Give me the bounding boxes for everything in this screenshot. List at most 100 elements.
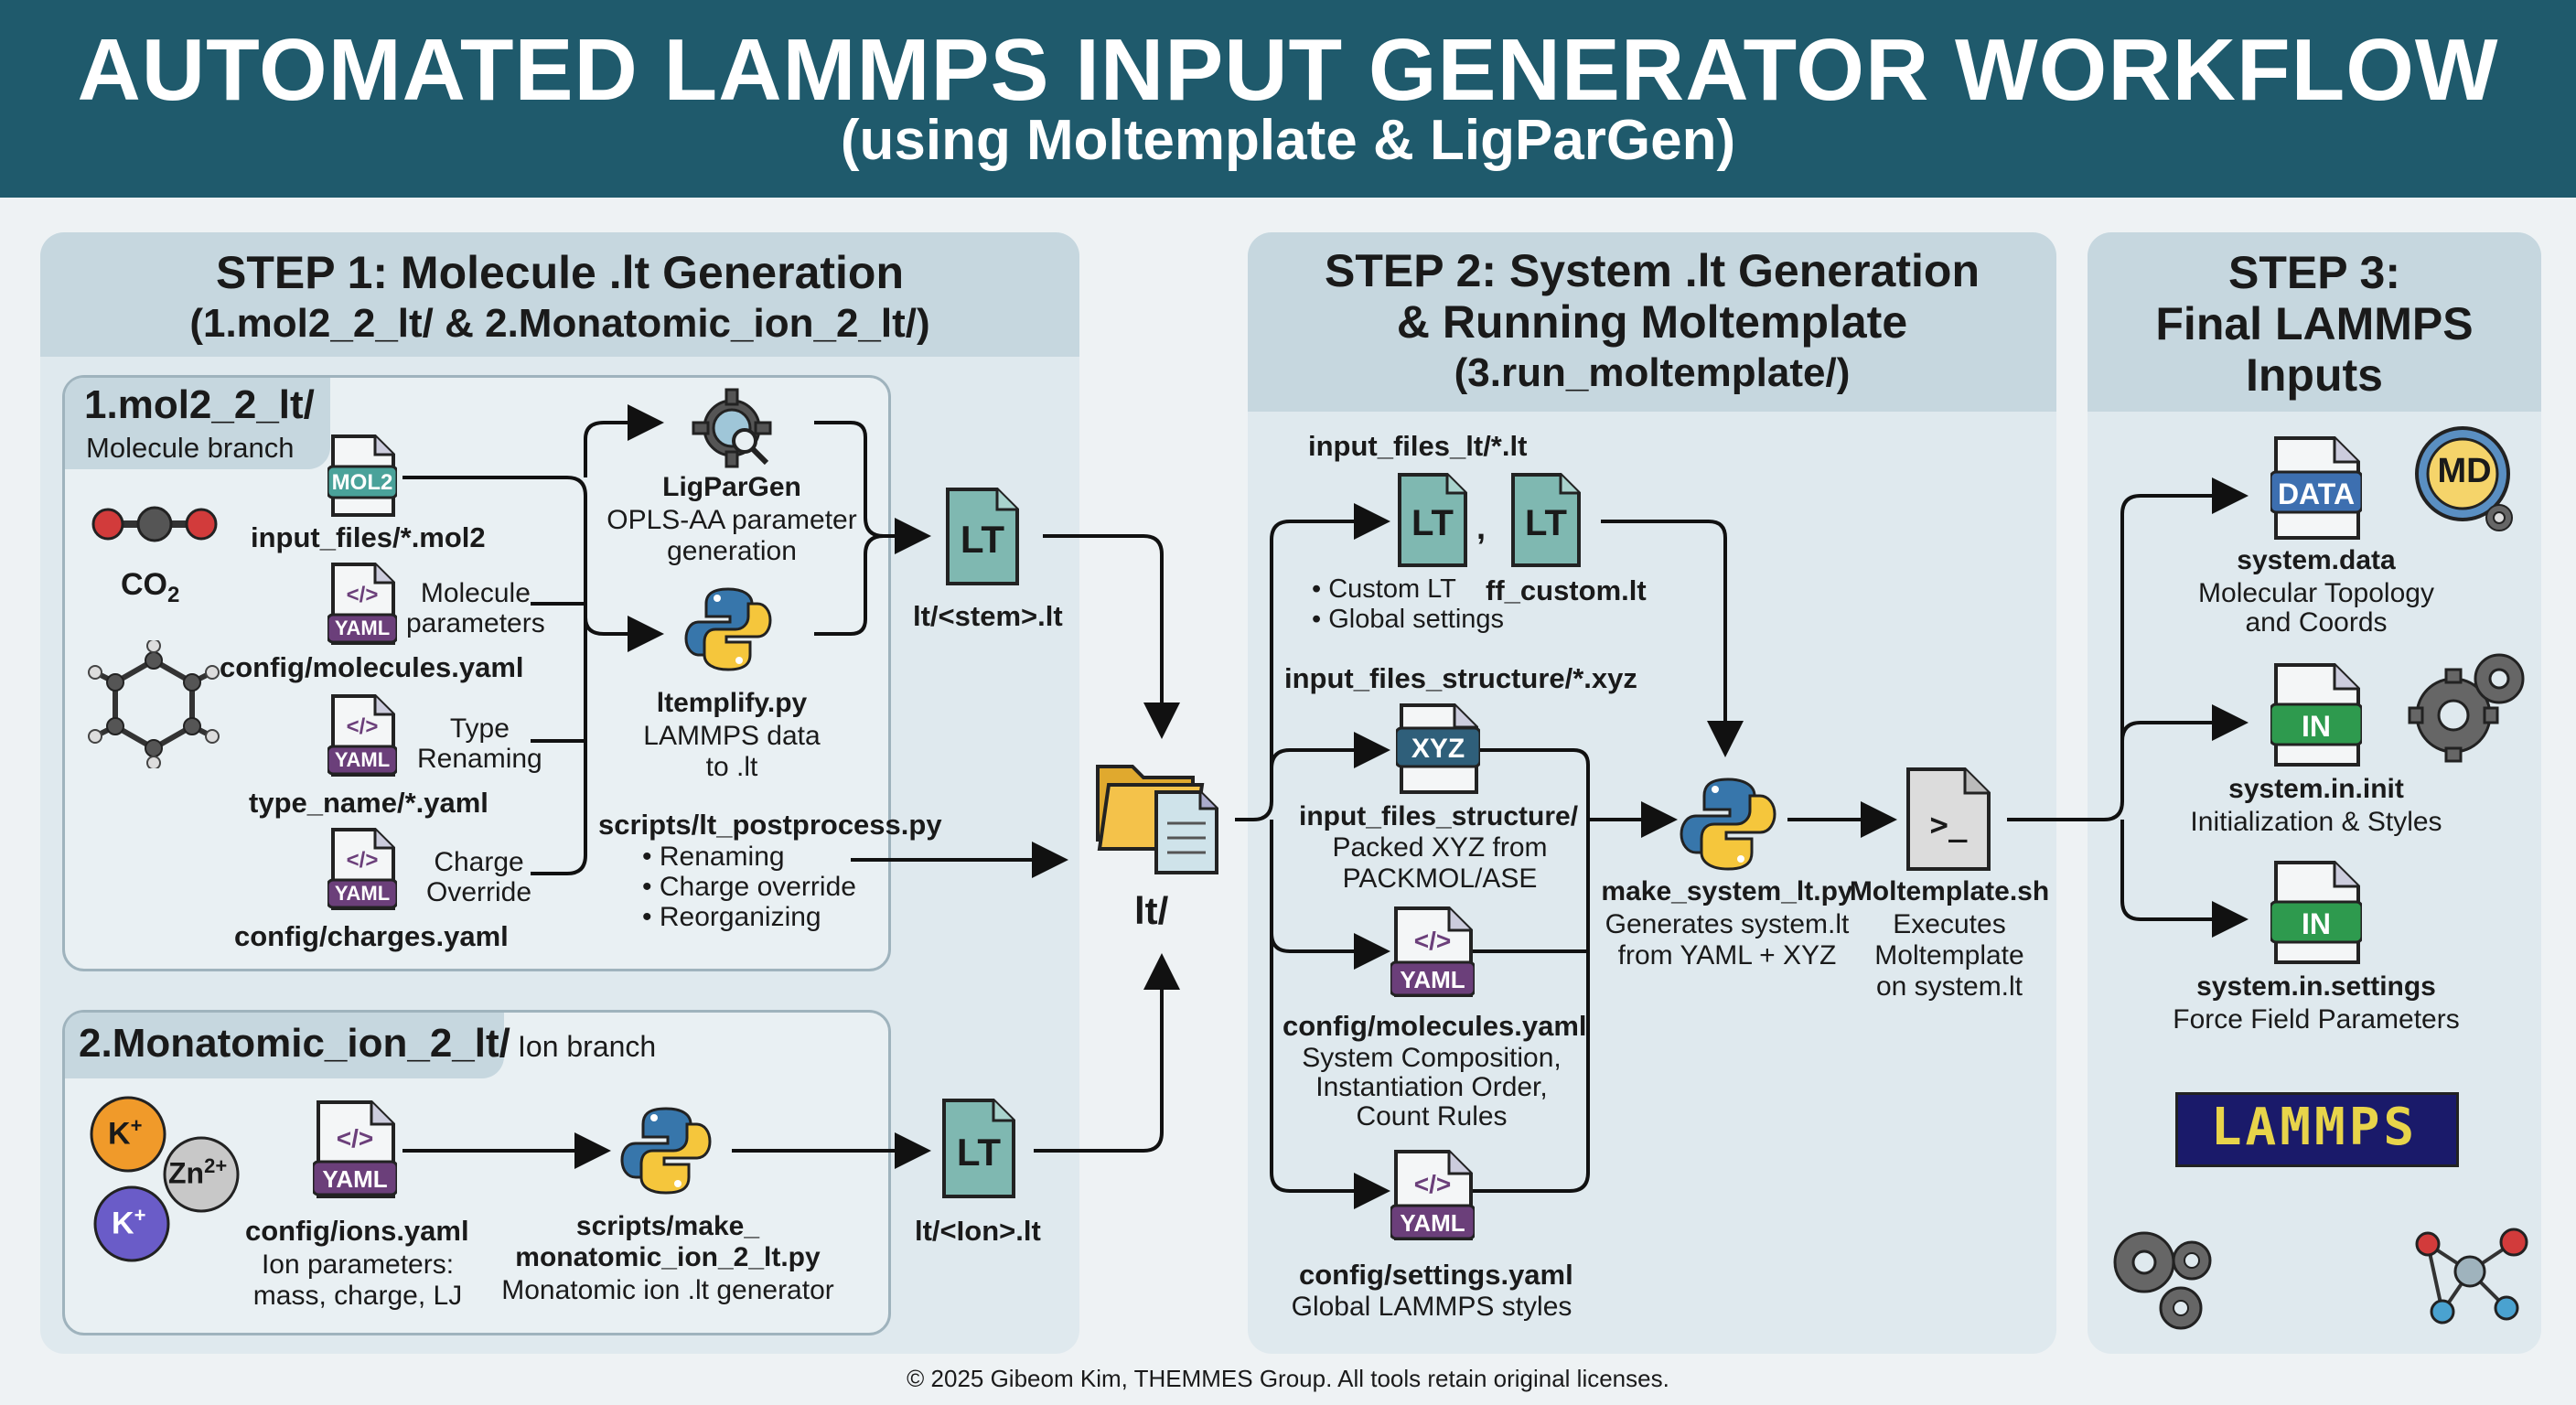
- system-molecules-yaml-icon: </> YAML: [1389, 906, 1476, 999]
- structure-desc2: PACKMOL/ASE: [1342, 863, 1538, 894]
- branch1-tab: [65, 378, 330, 469]
- mol2-badge: MOL2: [331, 470, 393, 495]
- ligpargen-name: LigParGen: [662, 472, 801, 502]
- make-ion-python-icon: [620, 1107, 712, 1195]
- postprocess-item-reorganizing: • Reorganizing: [642, 902, 821, 932]
- lammps-logo-text: LAMMPS: [2210, 1098, 2419, 1157]
- molecules-yaml-filename: config/molecules.yaml: [220, 651, 524, 683]
- postprocess-item-charge: • Charge override: [642, 872, 856, 902]
- step2-title-line1: STEP 2: System .lt Generation: [1325, 245, 1980, 296]
- ligpargen-desc2: generation: [667, 536, 797, 566]
- step2-title: STEP 2: System .lt Generation & Running …: [1248, 245, 2056, 399]
- charges-yaml-filename: config/charges.yaml: [234, 920, 509, 952]
- custom-lt-file-icon: LT: [1396, 472, 1469, 569]
- system-in-init-desc: Initialization & Styles: [2190, 807, 2442, 837]
- system-data-desc2: and Coords: [2245, 607, 2388, 638]
- step2-title-line3: (3.run_moltemplate/): [1454, 350, 1851, 395]
- svg-text:</>: </>: [347, 848, 379, 873]
- page-subtitle: (using Moltemplate & LigParGen): [840, 109, 1736, 172]
- custom-lt-badge: LT: [1411, 503, 1454, 543]
- lt-ion-file-icon: LT: [940, 1098, 1017, 1200]
- ion-cluster-icon: [90, 1096, 240, 1262]
- svg-text:</>: </>: [337, 1124, 373, 1153]
- system-molecules-desc1: System Composition,: [1302, 1043, 1562, 1073]
- ion-k2-label: K+: [112, 1204, 145, 1241]
- moltemplate-desc1: Executes: [1893, 909, 2006, 939]
- branch2-tag: Ion branch: [518, 1030, 657, 1063]
- page-title: AUTOMATED LAMMPS INPUT GENERATOR WORKFLO…: [77, 21, 2499, 119]
- input-files-lt-heading: input_files_lt/*.lt: [1308, 430, 1528, 462]
- ions-yaml-icon: </> YAML: [311, 1099, 399, 1200]
- lt-ion-badge: LT: [956, 1131, 1002, 1174]
- ion-k2-symbol: K: [112, 1206, 134, 1241]
- ions-yaml-desc1: Ion parameters:: [261, 1249, 455, 1280]
- charges-yaml-badge: YAML: [334, 882, 391, 905]
- co2-label: CO2: [121, 567, 179, 608]
- charges-yaml-desc: Charge Override: [426, 847, 532, 907]
- header-bar: [0, 0, 2576, 198]
- system-data-desc1: Molecular Topology: [2198, 578, 2434, 608]
- ion-zn-symbol: Zn: [168, 1156, 205, 1190]
- system-in-settings-badge: IN: [2302, 907, 2331, 940]
- step2-title-line2: & Running Moltemplate: [1396, 296, 1908, 348]
- step1-title-line1: STEP 1: Molecule .lt Generation: [215, 247, 905, 298]
- postprocess-script-name: scripts/lt_postprocess.py: [598, 809, 942, 841]
- make-system-desc1: Generates system.lt: [1605, 909, 1850, 939]
- moltemplate-name: Moltemplate.sh: [1849, 876, 2050, 906]
- structure-filename: input_files_structure/: [1299, 801, 1579, 831]
- ltemplify-name: ltemplify.py: [656, 688, 808, 718]
- mol2-file-icon: MOL2: [326, 434, 399, 518]
- branch1-box: [62, 375, 891, 971]
- co2-label-text: CO: [121, 567, 167, 602]
- terminal-prompt: >_: [1929, 807, 1968, 843]
- md-badge-icon: [2415, 426, 2513, 531]
- lt-stem-file-icon: LT: [944, 487, 1021, 587]
- lammps-logo: [2175, 1092, 2459, 1167]
- step3-title-line1: STEP 3:: [2227, 247, 2401, 298]
- molecular-network-icon: [2415, 1228, 2528, 1325]
- step2-header: [1248, 232, 2056, 412]
- ions-yaml-desc2: mass, charge, LJ: [252, 1281, 463, 1311]
- terminal-script-icon: >_: [1905, 767, 1992, 873]
- settings-yaml-icon: </> YAML: [1389, 1149, 1476, 1242]
- step1-title-line2: (1.mol2_2_lt/ & 2.Monatomic_ion_2_lt/): [189, 301, 930, 346]
- svg-text:</>: </>: [347, 714, 379, 739]
- lt-stem-badge: LT: [960, 518, 1005, 561]
- xyz-file-icon: XYZ: [1394, 702, 1482, 796]
- system-in-settings-desc: Force Field Parameters: [2173, 1004, 2460, 1035]
- type-name-yaml-badge: YAML: [334, 748, 391, 771]
- ion-k1-symbol: K: [108, 1116, 131, 1152]
- lt-folder-icon: [1096, 765, 1218, 874]
- footer-copyright: © 2025 Gibeom Kim, THEMMES Group. All to…: [907, 1365, 1669, 1392]
- type-name-yaml-filename: type_name/*.yaml: [249, 787, 488, 819]
- make-system-name: make_system_lt.py: [1601, 876, 1853, 906]
- co2-label-sub: 2: [167, 582, 180, 607]
- settings-yaml-badge: YAML: [1400, 1209, 1465, 1237]
- system-molecules-desc3: Count Rules: [1356, 1101, 1508, 1132]
- branch1-tag: Molecule branch: [86, 432, 295, 464]
- step3-title-line2: Final LAMMPS Inputs: [2155, 298, 2474, 401]
- lt-bullet-global: • Global settings: [1312, 605, 1505, 634]
- moltemplate-desc2: Moltemplate: [1874, 940, 2024, 971]
- xyz-badge: XYZ: [1411, 734, 1465, 764]
- make-ion-script-name1: scripts/make_: [575, 1211, 760, 1241]
- lt-stem-filename: lt/<stem>.lt: [913, 600, 1063, 632]
- charges-yaml-icon: </> YAML: [326, 827, 399, 911]
- make-ion-script-desc: Monatomic ion .lt generator: [501, 1275, 834, 1305]
- molecules-yaml-desc: Molecule parameters: [406, 578, 545, 638]
- postprocess-item-renaming: • Renaming: [642, 842, 785, 872]
- ion-k1-label: K+: [108, 1114, 142, 1152]
- system-data-badge: DATA: [2277, 477, 2356, 510]
- ltemplify-desc2: to .lt: [705, 752, 758, 782]
- system-in-settings-file-icon: IN: [2269, 860, 2364, 966]
- molecules-yaml-badge: YAML: [334, 617, 391, 639]
- mol2-input-filename: input_files/*.mol2: [251, 521, 486, 553]
- lt-bullet-custom: • Custom LT: [1312, 574, 1456, 604]
- type-name-yaml-icon: </> YAML: [326, 693, 399, 778]
- structure-heading: input_files_structure/*.xyz: [1284, 662, 1637, 694]
- settings-yaml-filename: config/settings.yaml: [1299, 1259, 1573, 1291]
- step1-header: [40, 232, 1079, 357]
- system-molecules-yaml-filename: config/molecules.yaml: [1283, 1010, 1587, 1042]
- svg-text:</>: </>: [1414, 927, 1451, 955]
